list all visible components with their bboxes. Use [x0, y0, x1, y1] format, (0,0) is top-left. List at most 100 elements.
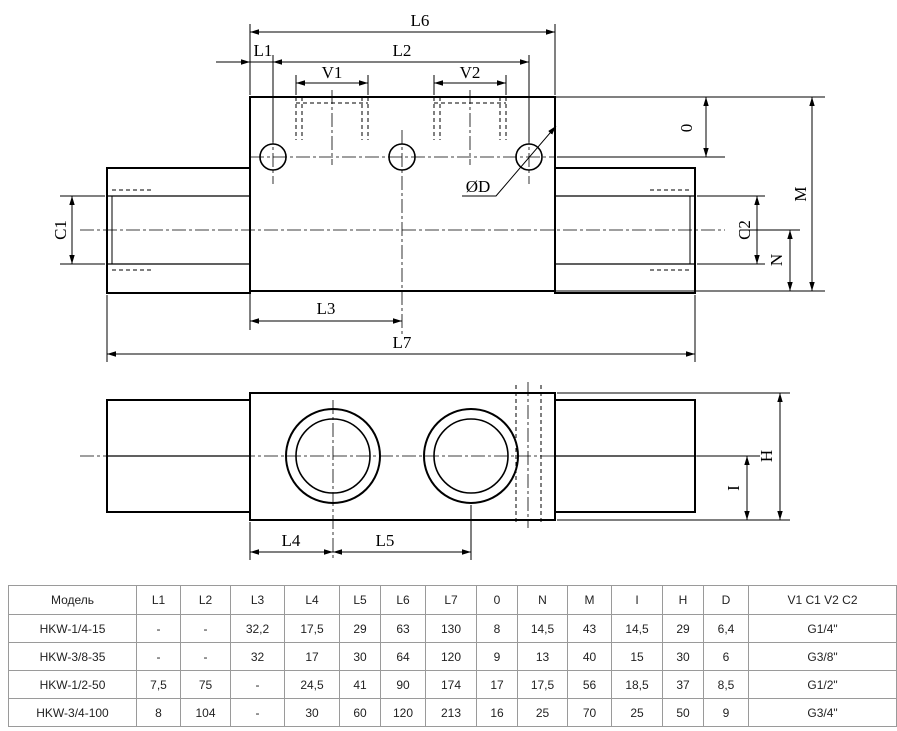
label-V2: V2: [460, 63, 481, 82]
table-cell: 40: [567, 642, 612, 671]
table-header-cell: D: [703, 585, 749, 615]
table-cell: 90: [380, 670, 426, 699]
table-cell: 56: [567, 670, 612, 699]
table-cell: -: [136, 614, 181, 643]
table-cell: 104: [180, 698, 231, 727]
table-cell: 16: [476, 698, 518, 727]
table-header-cell: L6: [380, 585, 426, 615]
top-view-dimensions: [60, 24, 825, 362]
table-cell: 29: [339, 614, 381, 643]
label-L6: L6: [411, 11, 430, 30]
table-cell: 32: [230, 642, 285, 671]
table-cell: 37: [662, 670, 704, 699]
table-cell: 70: [567, 698, 612, 727]
table-cell: 213: [425, 698, 477, 727]
table-cell: 41: [339, 670, 381, 699]
table-cell: 17: [284, 642, 340, 671]
label-L3: L3: [317, 299, 336, 318]
table-cell: 9: [476, 642, 518, 671]
technical-drawing: L6 L1 L2 V1 V2 ØD L3 L7 0 M C1 C2 N: [51, 11, 825, 560]
table-cell: 17,5: [284, 614, 340, 643]
bottom-view: [80, 382, 725, 560]
table-cell: 174: [425, 670, 477, 699]
table-cell: 50: [662, 698, 704, 727]
table-cell: 130: [425, 614, 477, 643]
table-cell: G3/8": [748, 642, 897, 671]
label-V1: V1: [322, 63, 343, 82]
table-cell: 17,5: [517, 670, 568, 699]
table-cell: -: [230, 670, 285, 699]
table-header-cell: 0: [476, 585, 518, 615]
table-cell: 8,5: [703, 670, 749, 699]
table-header-cell: Модель: [8, 585, 137, 615]
table-cell: HKW-3/8-35: [8, 642, 137, 671]
table-cell: 6: [703, 642, 749, 671]
label-D: ØD: [466, 177, 491, 196]
table-cell: 6,4: [703, 614, 749, 643]
table-cell: 30: [284, 698, 340, 727]
table-cell: 9: [703, 698, 749, 727]
top-right-fitting: [554, 167, 696, 294]
table-cell: 18,5: [611, 670, 663, 699]
table-cell: 60: [339, 698, 381, 727]
table-cell: 8: [476, 614, 518, 643]
table-header-cell: L1: [136, 585, 181, 615]
table-cell: HKW-3/4-100: [8, 698, 137, 727]
table-cell: G1/2": [748, 670, 897, 699]
table-cell: 120: [380, 698, 426, 727]
table-header-cell: L7: [425, 585, 477, 615]
table-cell: 8: [136, 698, 181, 727]
label-C2: C2: [735, 220, 754, 240]
table-cell: 15: [611, 642, 663, 671]
table-cell: G3/4": [748, 698, 897, 727]
table-cell: 75: [180, 670, 231, 699]
label-L5: L5: [376, 531, 395, 550]
table-header-cell: L3: [230, 585, 285, 615]
top-left-fitting: [106, 167, 251, 294]
table-cell: 43: [567, 614, 612, 643]
label-C1: C1: [51, 220, 70, 240]
table-header-cell: M: [567, 585, 612, 615]
table-cell: 7,5: [136, 670, 181, 699]
label-H: H: [757, 450, 776, 462]
label-O: 0: [677, 124, 696, 133]
label-M: M: [791, 186, 810, 201]
table-cell: HKW-1/4-15: [8, 614, 137, 643]
label-I: I: [724, 485, 743, 491]
table-cell: -: [180, 614, 231, 643]
table-cell: 30: [662, 642, 704, 671]
table-cell: 13: [517, 642, 568, 671]
table-cell: 30: [339, 642, 381, 671]
table-cell: 64: [380, 642, 426, 671]
top-view-labels: L6 L1 L2 V1 V2 ØD L3 L7 0 M C1 C2 N: [51, 11, 810, 352]
table-header-cell: L4: [284, 585, 340, 615]
table-header-cell: L2: [180, 585, 231, 615]
table-cell: 24,5: [284, 670, 340, 699]
table-header-cell: H: [662, 585, 704, 615]
table-cell: 32,2: [230, 614, 285, 643]
table-cell: 25: [611, 698, 663, 727]
label-N: N: [767, 254, 786, 266]
table-cell: -: [230, 698, 285, 727]
table-cell: 17: [476, 670, 518, 699]
table-cell: 14,5: [611, 614, 663, 643]
bottom-view-labels: L4 L5 H I: [282, 450, 776, 550]
label-L4: L4: [282, 531, 301, 550]
table-cell: -: [136, 642, 181, 671]
table-cell: 63: [380, 614, 426, 643]
table-cell: G1/4": [748, 614, 897, 643]
table-header-cell: I: [611, 585, 663, 615]
bottom-view-dimensions: [249, 392, 790, 560]
table-cell: HKW-1/2-50: [8, 670, 137, 699]
table-cell: 120: [425, 642, 477, 671]
table-cell: 14,5: [517, 614, 568, 643]
label-L7: L7: [393, 333, 412, 352]
table-header-cell: L5: [339, 585, 381, 615]
table-cell: 25: [517, 698, 568, 727]
top-view: [80, 90, 725, 335]
